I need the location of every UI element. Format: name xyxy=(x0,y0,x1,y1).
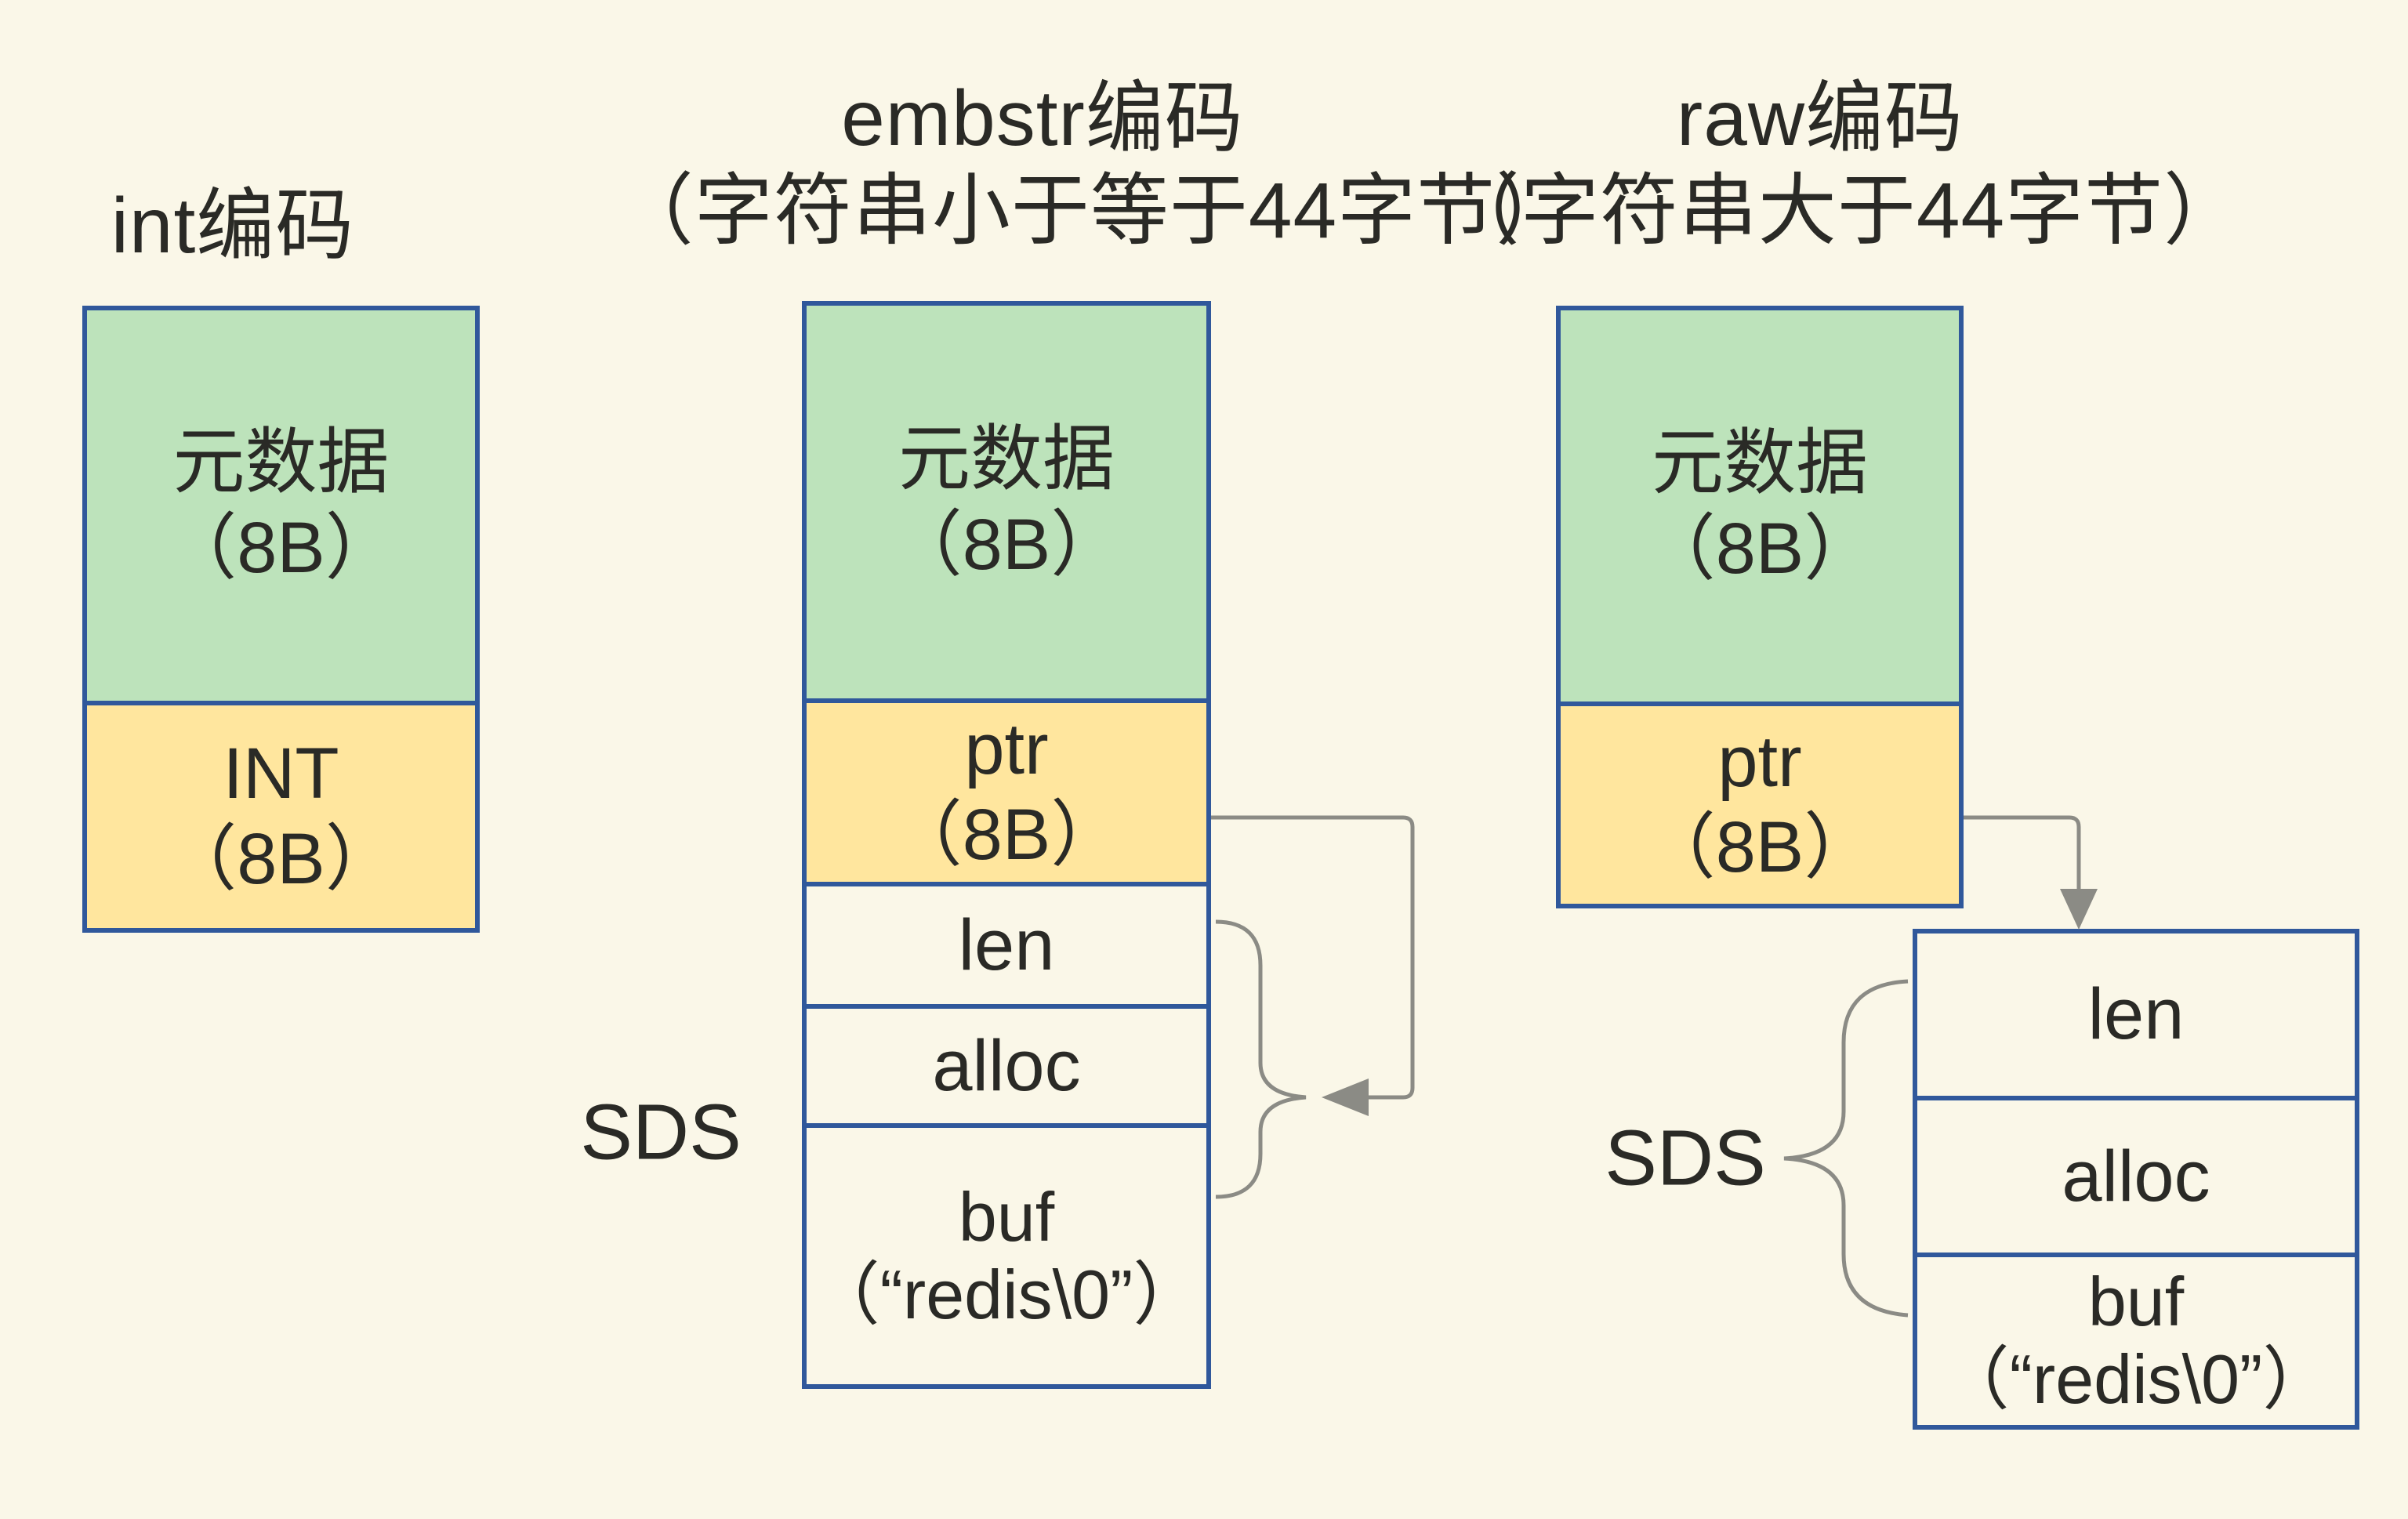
raw-column-subtitle: （字符串大于44字节） xyxy=(1441,167,2243,255)
embstr-alloc-box: alloc xyxy=(802,1004,1211,1128)
int-metadata-label: 元数据 xyxy=(172,422,390,503)
raw-ptr-box: ptr （8B） xyxy=(1556,701,1964,908)
embstr-ptr-box: ptr （8B） xyxy=(802,698,1211,886)
embstr-ptr-size: （8B） xyxy=(890,795,1123,875)
raw-buf-label: buf xyxy=(2087,1263,2185,1341)
embstr-alloc-label: alloc xyxy=(932,1025,1081,1106)
raw-len-box: len xyxy=(1913,929,2359,1100)
raw-len-label: len xyxy=(2087,974,2185,1055)
embstr-metadata-size: （8B） xyxy=(890,504,1123,585)
raw-alloc-label: alloc xyxy=(2062,1136,2210,1216)
embstr-metadata-label: 元数据 xyxy=(898,419,1115,499)
raw-alloc-box: alloc xyxy=(1913,1096,2359,1257)
raw-buf-value: （“redis\0”） xyxy=(1940,1340,2332,1418)
raw-metadata-label: 元数据 xyxy=(1651,422,1868,503)
int-value-label: INT xyxy=(223,734,339,814)
embstr-sds-bracket xyxy=(1215,919,1307,1199)
embstr-buf-box: buf （“redis\0”） xyxy=(802,1123,1211,1389)
embstr-sds-label: SDS xyxy=(580,1088,742,1176)
raw-buf-box: buf （“redis\0”） xyxy=(1913,1253,2359,1430)
raw-sds-brace xyxy=(1783,979,1909,1318)
embstr-buf-label: buf xyxy=(958,1177,1055,1256)
embstr-len-label: len xyxy=(958,905,1055,985)
embstr-buf-value: （“redis\0”） xyxy=(811,1255,1202,1333)
int-value-size: （8B） xyxy=(165,819,397,899)
int-value-box: INT （8B） xyxy=(82,701,480,933)
int-column-title: int编码 xyxy=(111,182,355,270)
embstr-column-title: embstr编码 xyxy=(841,74,1244,162)
raw-sds-label: SDS xyxy=(1605,1114,1766,1202)
int-metadata-box: 元数据 （8B） xyxy=(82,306,480,705)
raw-column-title: raw编码 xyxy=(1676,74,1964,162)
raw-ptr-label: ptr xyxy=(1717,722,1802,803)
embstr-metadata-box: 元数据 （8B） xyxy=(802,301,1211,703)
raw-ptr-arrow-line xyxy=(1964,815,2081,894)
raw-metadata-box: 元数据 （8B） xyxy=(1556,306,1964,706)
int-metadata-size: （8B） xyxy=(165,508,397,588)
embstr-ptr-label: ptr xyxy=(964,709,1049,790)
embstr-ptr-arrow-line xyxy=(1211,815,1415,1100)
raw-ptr-size: （8B） xyxy=(1643,807,1877,887)
embstr-column-subtitle: （字符串小于等于44字节） xyxy=(615,167,1576,255)
embstr-len-box: len xyxy=(802,882,1211,1009)
raw-ptr-arrowhead-icon xyxy=(2060,889,2098,930)
raw-metadata-size: （8B） xyxy=(1643,508,1877,589)
embstr-ptr-arrowhead-icon xyxy=(1322,1079,1369,1116)
